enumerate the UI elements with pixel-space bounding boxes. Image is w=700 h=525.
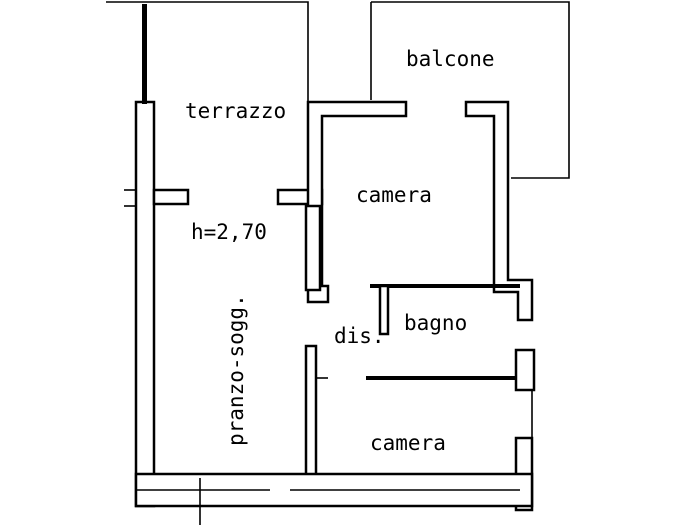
bottom-wall bbox=[134, 472, 534, 525]
label-balcone: balcone bbox=[406, 47, 495, 71]
terrace-separation-wall bbox=[152, 188, 324, 206]
bathroom-walls bbox=[366, 284, 536, 392]
balcony-outline bbox=[370, 1, 570, 179]
camera-top-walls bbox=[304, 100, 534, 322]
label-height: h=2,70 bbox=[191, 220, 267, 244]
corridor-wall bbox=[304, 344, 328, 478]
label-camera-top: camera bbox=[356, 183, 432, 207]
label-camera-bottom: camera bbox=[370, 431, 446, 455]
left-exterior-wall bbox=[124, 4, 156, 508]
label-bagno: bagno bbox=[404, 311, 467, 335]
label-pranzo-sogg: pranzo-sogg. bbox=[224, 294, 248, 446]
label-terrazzo: terrazzo bbox=[185, 99, 286, 123]
label-dis: dis. bbox=[334, 324, 385, 348]
